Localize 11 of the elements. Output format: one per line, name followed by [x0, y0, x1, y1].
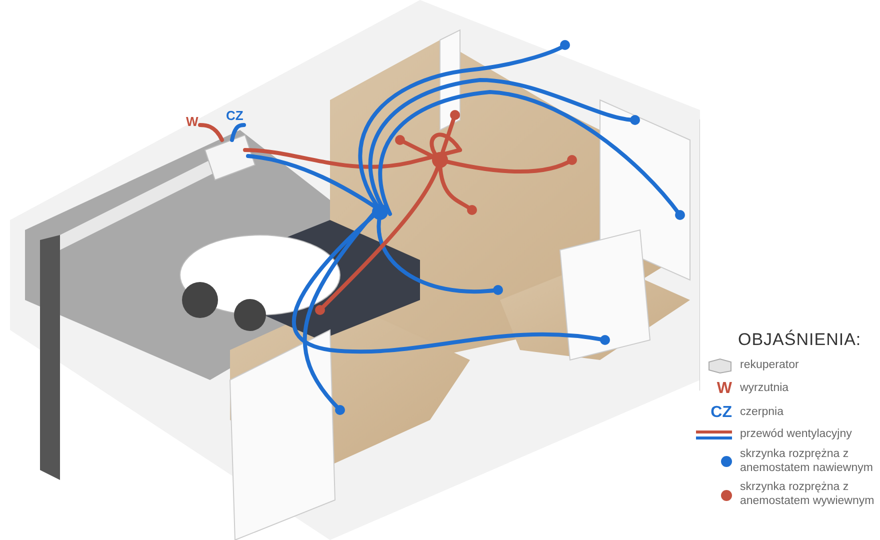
legend-text: rekuperator [740, 359, 799, 373]
duct-letter: CZ [226, 108, 244, 123]
legend-text: skrzynka rozprężna z anemostatem nawiewnym [740, 448, 874, 476]
legend-text: czerpnia [740, 406, 784, 420]
legend-heading: OBJAŚNIENIA: [738, 330, 862, 350]
legend-text: przewód wentylacyjny [740, 428, 852, 442]
legend-letter: W [716, 380, 732, 398]
legend-letter: CZ [710, 404, 732, 422]
legend-text: skrzynka rozprężna z anemostatem wywiewnym [740, 481, 876, 509]
duct-letter: W [186, 114, 198, 129]
legend-text: wyrzutnia [740, 382, 789, 396]
